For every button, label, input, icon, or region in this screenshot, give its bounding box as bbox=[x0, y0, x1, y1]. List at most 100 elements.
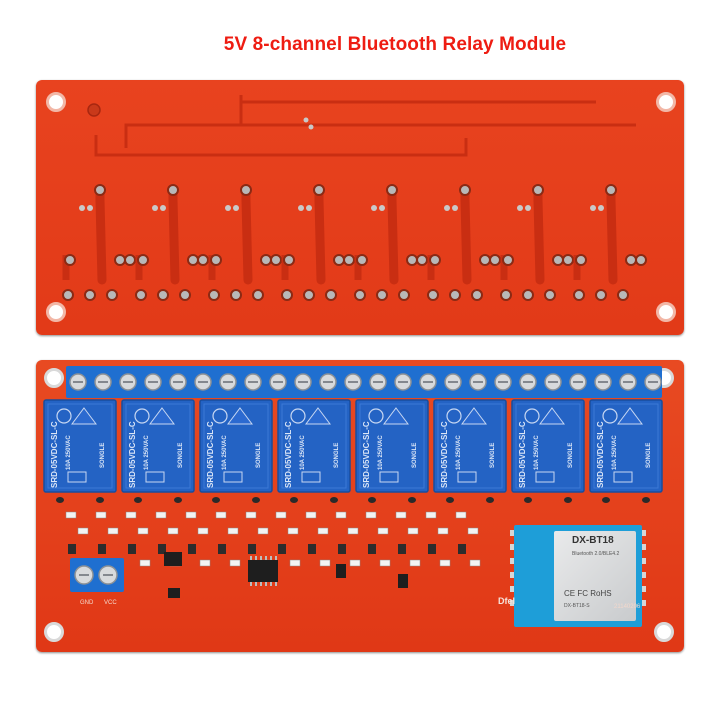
solder-pad bbox=[84, 289, 96, 301]
module-pad bbox=[510, 600, 516, 606]
relay-face bbox=[437, 403, 503, 489]
transistor bbox=[158, 544, 166, 554]
solder-pad bbox=[160, 205, 166, 211]
relay-model-label: SRD-05VDC-SL-C bbox=[128, 421, 137, 488]
solder-pad bbox=[598, 205, 604, 211]
mount-hole bbox=[44, 622, 64, 642]
smd-resistor bbox=[137, 527, 149, 535]
solder-pad bbox=[416, 254, 428, 266]
smd-resistor bbox=[379, 559, 391, 567]
terminal-block bbox=[66, 366, 662, 398]
relay-ul-mark bbox=[223, 471, 243, 483]
solder-pad bbox=[429, 254, 441, 266]
solder-pad bbox=[452, 205, 458, 211]
solder-pad bbox=[379, 205, 385, 211]
smd-resistor bbox=[107, 527, 119, 535]
pcb-trace bbox=[94, 135, 468, 157]
transistor bbox=[218, 544, 226, 554]
smd-resistor bbox=[139, 559, 151, 567]
solder-pad bbox=[605, 184, 617, 196]
solder-pad bbox=[134, 497, 142, 503]
smd-resistor bbox=[95, 511, 107, 519]
relay-ce-mark bbox=[446, 408, 462, 424]
solder-pad bbox=[308, 124, 314, 130]
smd-resistor bbox=[407, 527, 419, 535]
gnd-label: GND bbox=[80, 600, 94, 606]
pcb-trace bbox=[387, 185, 399, 285]
solder-pad bbox=[635, 254, 647, 266]
ic-pin bbox=[255, 582, 257, 586]
relay-rating-label: 10A 250VAC bbox=[612, 435, 618, 470]
relay-model-label: SRD-05VDC-SL-C bbox=[440, 421, 449, 488]
solder-pad bbox=[617, 289, 629, 301]
certification-marks: CE FC RoHS bbox=[564, 589, 612, 598]
relay-logo bbox=[461, 407, 487, 425]
smd-resistor bbox=[227, 527, 239, 535]
pcb-trace bbox=[124, 123, 266, 148]
solder-pad bbox=[106, 289, 118, 301]
solder-pad bbox=[179, 289, 191, 301]
relay-face bbox=[281, 403, 347, 489]
page-title: 5V 8-channel Bluetooth Relay Module bbox=[223, 34, 567, 55]
mount-hole bbox=[654, 622, 674, 642]
voltage-regulator bbox=[164, 552, 182, 566]
solder-pad bbox=[252, 289, 264, 301]
solder-pad bbox=[56, 497, 64, 503]
relay-ul-mark bbox=[457, 471, 477, 483]
pcb-trace bbox=[460, 185, 472, 285]
solder-pad bbox=[137, 254, 149, 266]
solder-pad bbox=[573, 289, 585, 301]
solder-pad bbox=[124, 254, 136, 266]
board-front-side: SRD-05VDC-SL-C 10A 250VAC SONGLE SRD-05VDC-… bbox=[36, 360, 684, 652]
mount-hole bbox=[46, 92, 66, 112]
ic-pin bbox=[270, 556, 272, 560]
solder-pad bbox=[489, 254, 501, 266]
solder-pad bbox=[225, 205, 231, 211]
solder-pad bbox=[303, 117, 309, 123]
relay-model-label: SRD-05VDC-SL-C bbox=[596, 421, 605, 488]
mount-hole bbox=[44, 368, 64, 388]
transistor bbox=[428, 544, 436, 554]
back-traces bbox=[62, 95, 647, 301]
transistor bbox=[338, 544, 346, 554]
smd-resistor bbox=[77, 527, 89, 535]
relay-ul-mark bbox=[301, 471, 321, 483]
relay-face bbox=[359, 403, 425, 489]
pcb-trace bbox=[95, 185, 107, 285]
solder-pad bbox=[575, 254, 587, 266]
solder-pad bbox=[446, 497, 454, 503]
relay-ce-mark bbox=[212, 408, 228, 424]
relay-brand-label: SONGLE bbox=[334, 442, 340, 468]
solder-pad bbox=[517, 205, 523, 211]
solder-pad bbox=[208, 289, 220, 301]
driver-ic bbox=[248, 560, 278, 582]
relay-logo bbox=[539, 407, 565, 425]
relay-ul-mark bbox=[67, 471, 87, 483]
module-pad bbox=[510, 586, 516, 592]
ic-pin bbox=[270, 582, 272, 586]
pcb-trace bbox=[241, 185, 253, 285]
smd-resistor bbox=[287, 527, 299, 535]
relay-model-label: SRD-05VDC-SL-C bbox=[518, 421, 527, 488]
relay-ce-mark bbox=[56, 408, 72, 424]
solder-pad bbox=[564, 497, 572, 503]
module-pad bbox=[640, 530, 646, 536]
relay-rating-label: 10A 250VAC bbox=[66, 435, 72, 470]
smd-resistor bbox=[377, 527, 389, 535]
relay-logo bbox=[383, 407, 409, 425]
solder-pad bbox=[87, 103, 101, 117]
transistor bbox=[68, 544, 76, 554]
relay-face bbox=[593, 403, 659, 489]
relay-rating-label: 10A 250VAC bbox=[222, 435, 228, 470]
ic-pin bbox=[265, 556, 267, 560]
relay-rating-label: 10A 250VAC bbox=[300, 435, 306, 470]
solder-pad bbox=[354, 289, 366, 301]
transistor bbox=[248, 544, 256, 554]
relay-rating-label: 10A 250VAC bbox=[144, 435, 150, 470]
transistor bbox=[98, 544, 106, 554]
relay-model-label: SRD-05VDC-SL-C bbox=[206, 421, 215, 488]
solder-pad bbox=[260, 254, 272, 266]
solder-pad bbox=[479, 254, 491, 266]
ic-pin bbox=[260, 556, 262, 560]
smd-component bbox=[336, 564, 346, 578]
